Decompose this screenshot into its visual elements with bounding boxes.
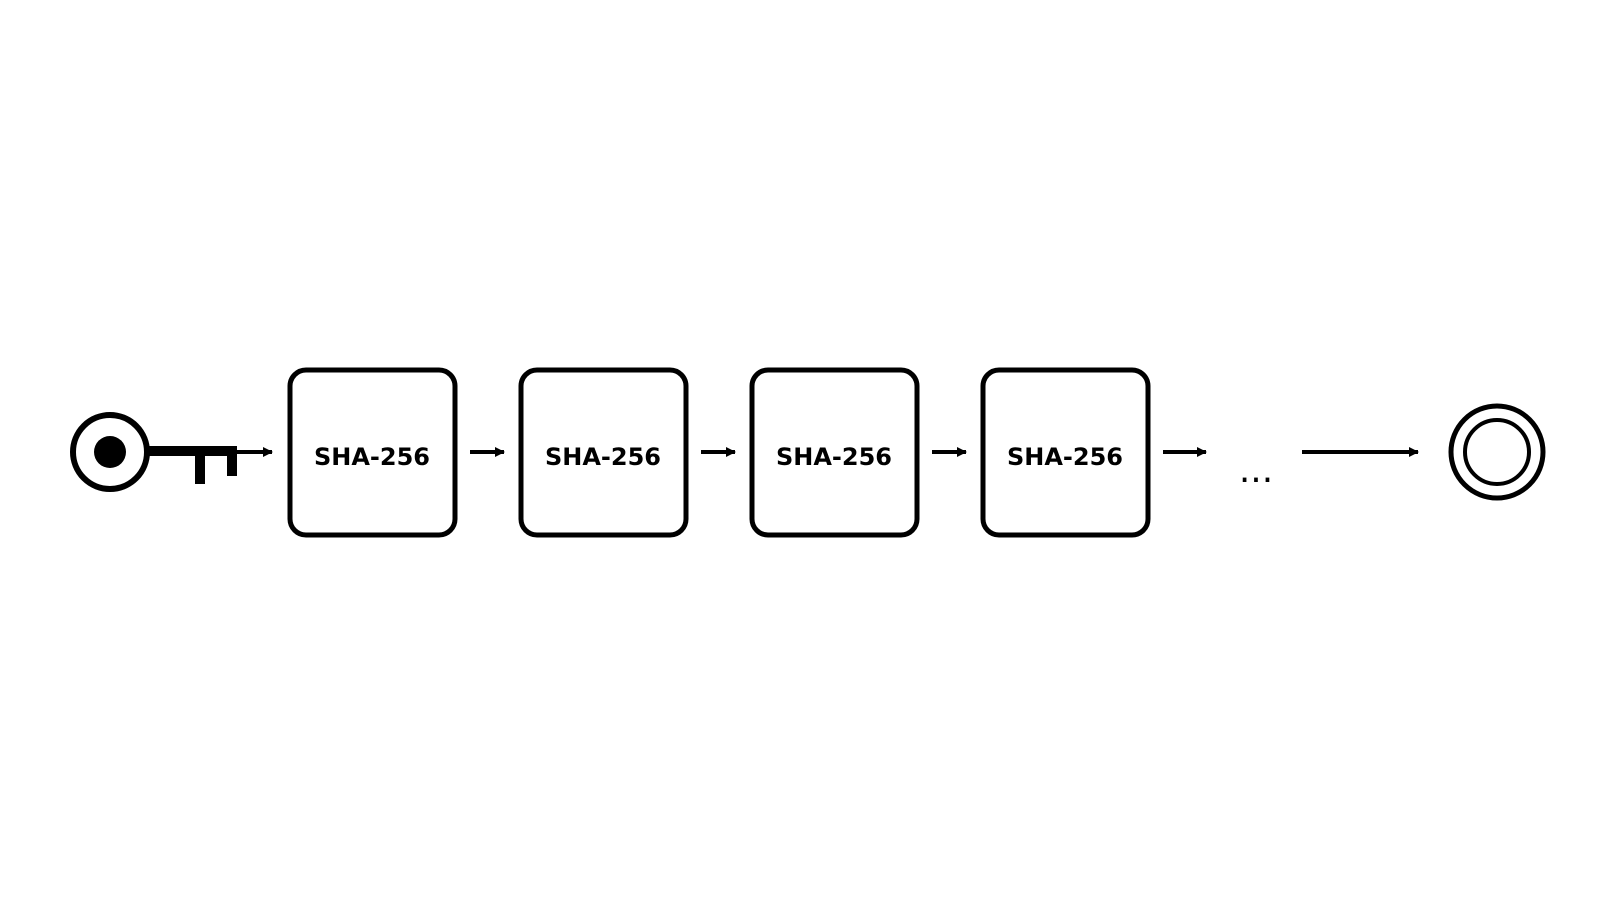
ellipsis: ... [1239,450,1273,491]
hash-step-1-label: SHA-256 [314,443,430,471]
hash-step-3: SHA-256 [749,367,920,538]
hash-step-1: SHA-256 [287,367,458,538]
hash-step-3-label: SHA-256 [776,443,892,471]
hash-step-2-label: SHA-256 [545,443,661,471]
hash-step-4: SHA-256 [980,367,1151,538]
double-circle-icon [1448,403,1546,501]
hash-step-2: SHA-256 [518,367,689,538]
hash-step-4-label: SHA-256 [1007,443,1123,471]
key-icon [70,412,237,492]
